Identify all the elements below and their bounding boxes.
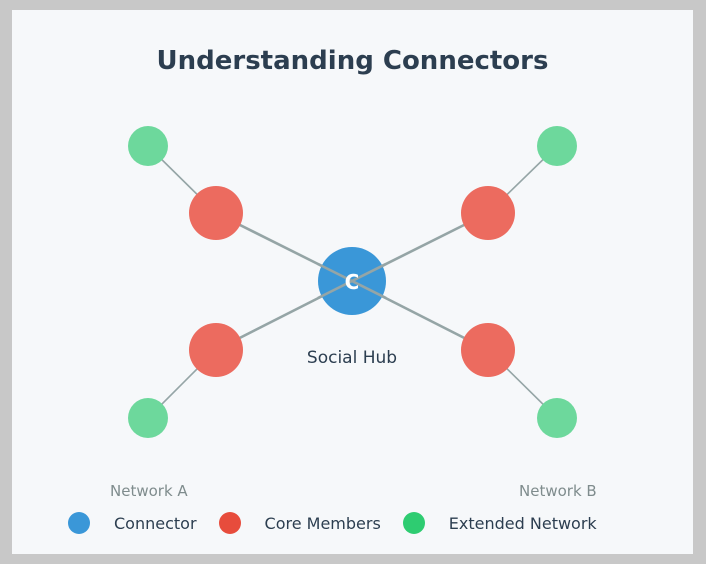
connector-label: Social Hub (307, 348, 397, 368)
legend: Connector Core Members Extended Network (68, 512, 619, 534)
extended-node (128, 126, 168, 166)
network-diagram: C Social Hub (128, 126, 577, 438)
page-title: Understanding Connectors (156, 46, 549, 76)
legend-item-connector: Connector (68, 512, 197, 534)
legend-label-core-members: Core Members (264, 513, 381, 533)
link-over-hub-b (317, 262, 387, 300)
extended-node (537, 126, 577, 166)
core-node (461, 323, 515, 377)
core-node (189, 186, 243, 240)
core-node (189, 323, 243, 377)
extended-nodes (128, 126, 577, 438)
network-b-label: Network B (519, 482, 597, 500)
legend-label-extended-network: Extended Network (448, 513, 597, 533)
legend-swatch-extended-network (402, 512, 425, 534)
legend-item-core-members: Core Members (218, 512, 381, 534)
legend-item-extended-network: Extended Network (402, 512, 597, 534)
legend-swatch-connector (68, 512, 90, 534)
network-a-label: Network A (110, 482, 188, 500)
legend-swatch-core-members (218, 512, 241, 534)
core-node (461, 186, 515, 240)
connector-initial: C (345, 270, 360, 294)
extended-node (537, 398, 577, 438)
legend-label-connector: Connector (114, 513, 197, 533)
extended-node (128, 398, 168, 438)
diagram-panel: Understanding Connectors (12, 10, 693, 554)
core-nodes (189, 186, 515, 377)
